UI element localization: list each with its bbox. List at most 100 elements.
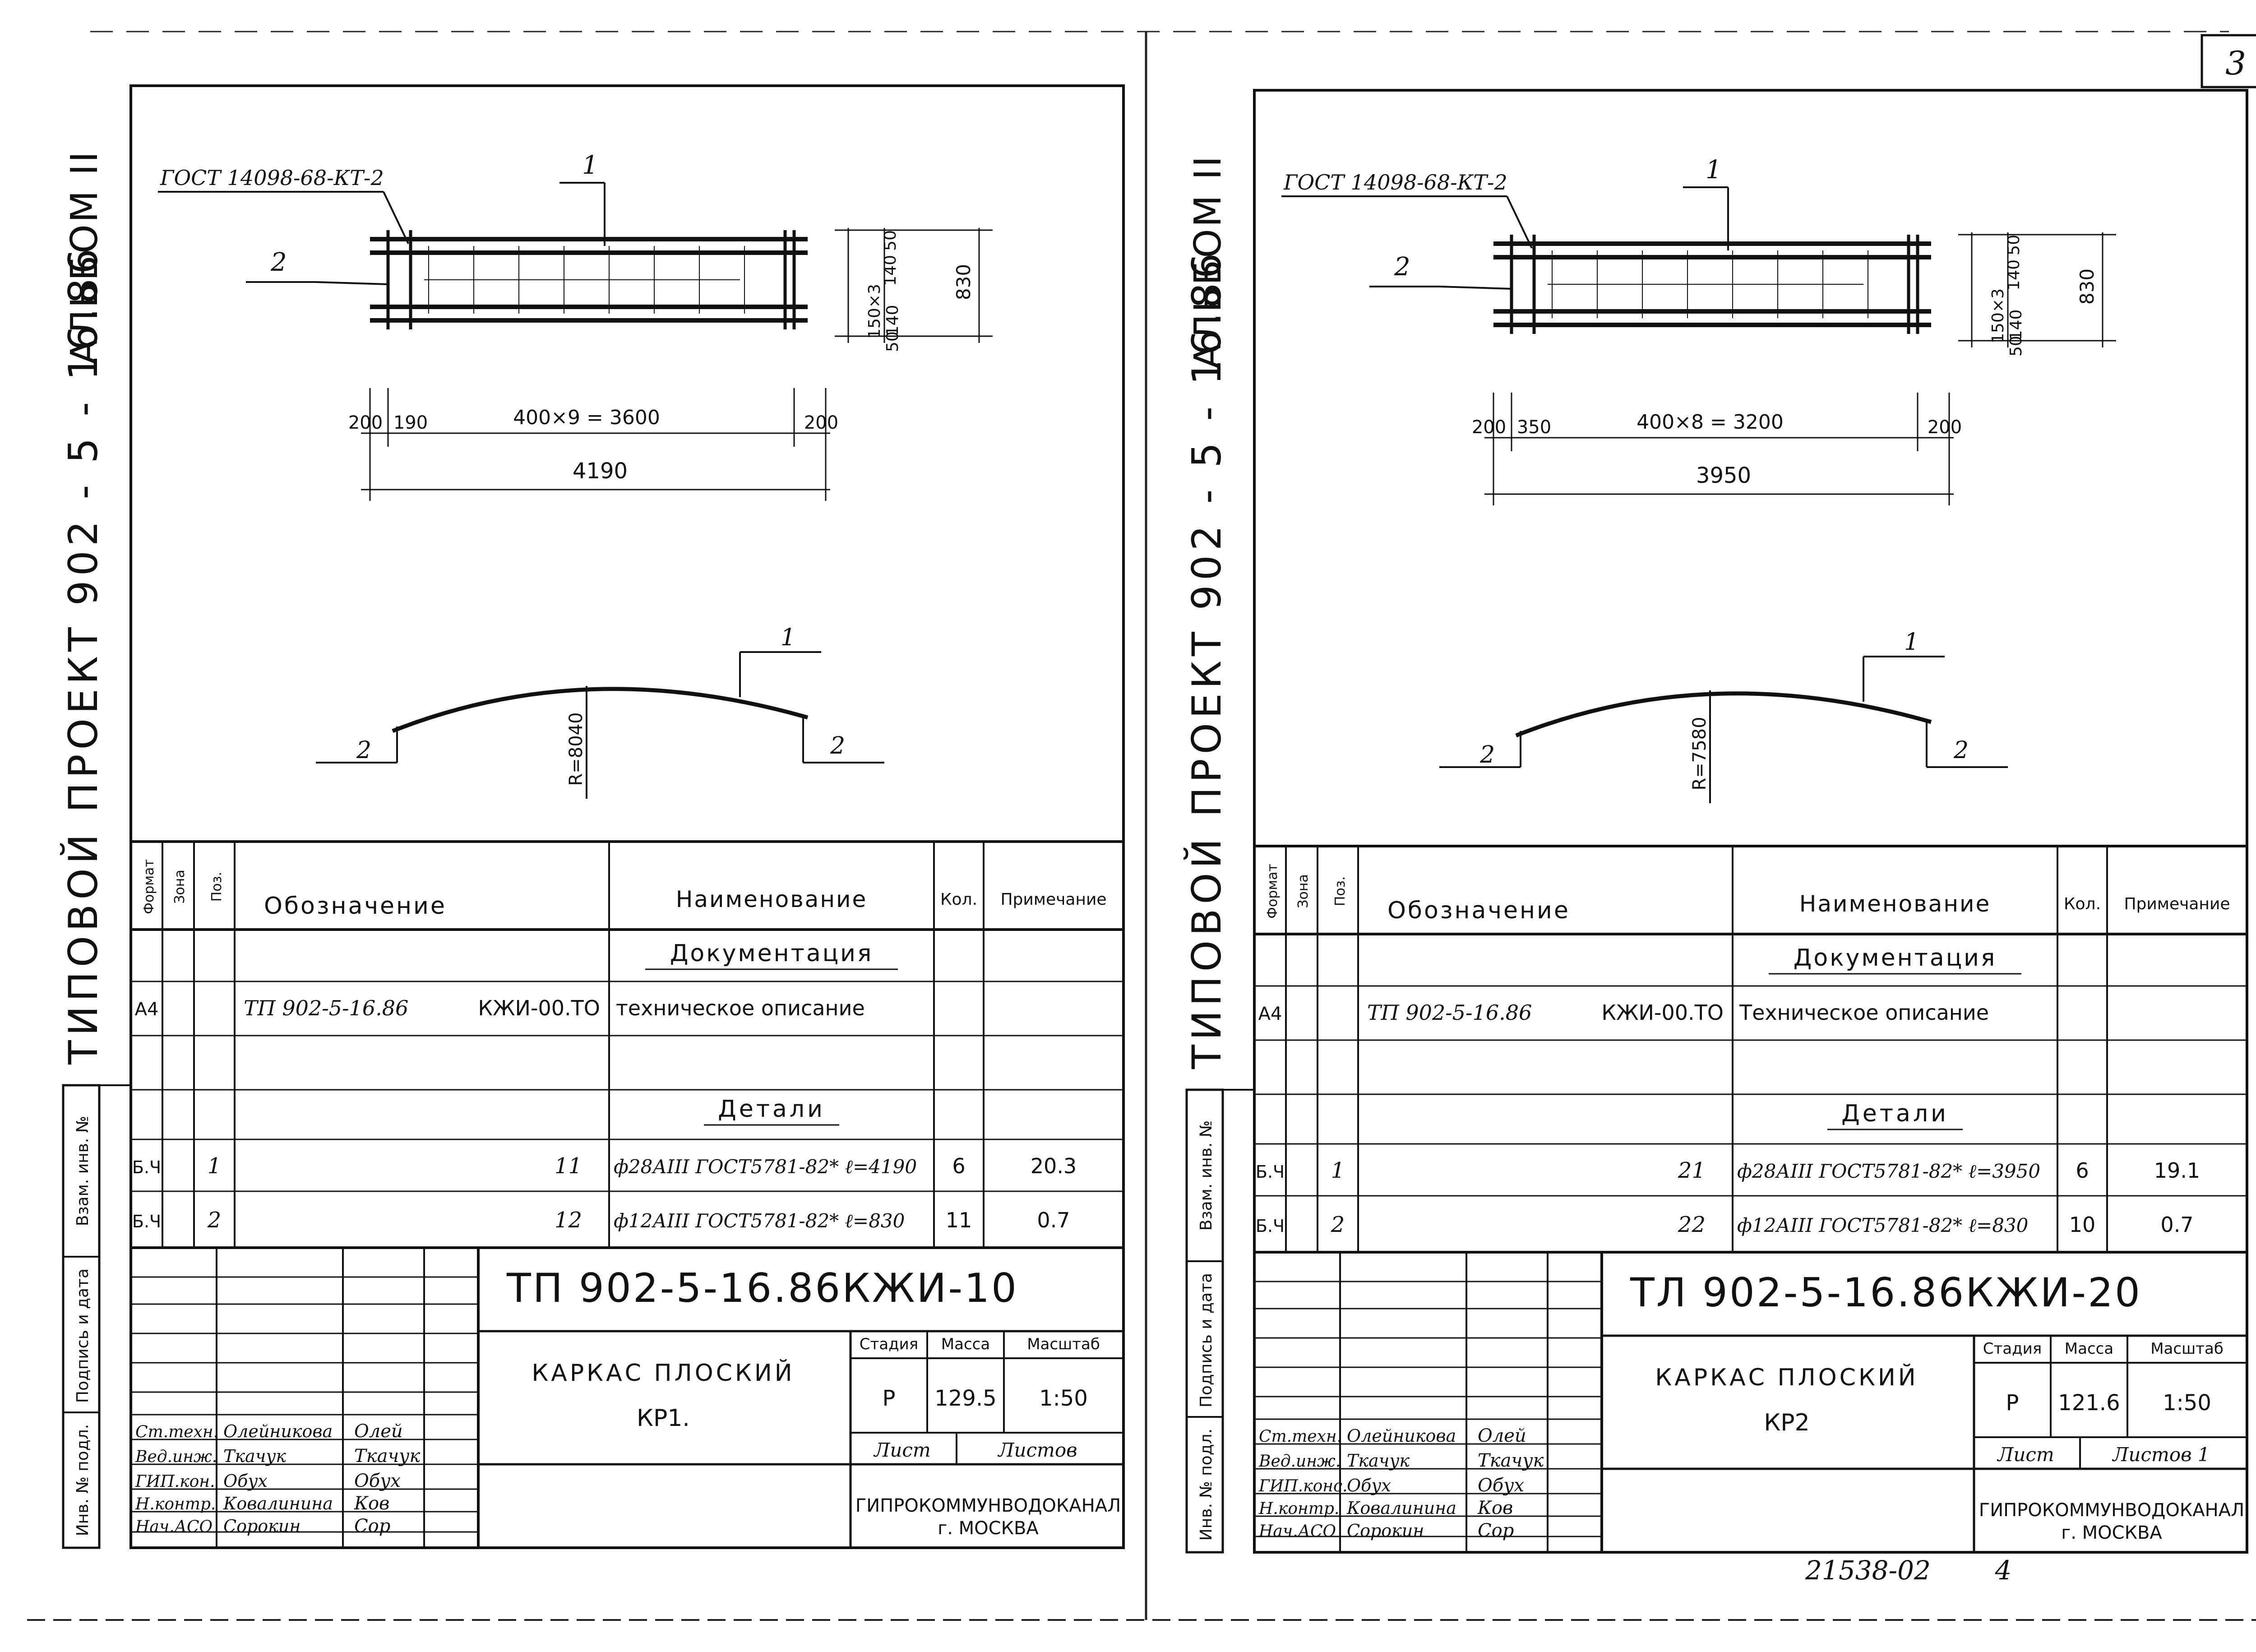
row-format: Б.Ч — [1256, 1162, 1285, 1182]
header-format: Формат — [141, 859, 157, 914]
doc-row-designation: ТП 902-5-16.86 — [1367, 1000, 1532, 1025]
dim-200-left: 200 — [348, 412, 383, 433]
archive-number-suffix: 4 — [1995, 1555, 2012, 1586]
dim-140-b: 140 — [2007, 310, 2025, 341]
strip-signature-date: Подпись и дата — [1197, 1273, 1216, 1407]
arc-pos2-left: 2 — [1479, 741, 1495, 768]
row-name: ф28АIII ГОСТ5781-82* ℓ=3950 — [1737, 1160, 2040, 1182]
stamp-drawing-code: ТЛ 902-5-16.86КЖИ-20 — [1630, 1269, 2142, 1316]
signature: Обух — [1478, 1475, 1524, 1496]
dim-bar-spacing: 400×9 = 3600 — [513, 406, 660, 429]
signature: Сор — [1478, 1520, 1514, 1541]
signature: Сор — [354, 1516, 390, 1536]
stamp-role: Ст.техн. — [1259, 1427, 1342, 1446]
row-qty: 11 — [946, 1208, 972, 1232]
position-1-label: 1 — [582, 151, 598, 180]
dim-150x3: 150×3 — [865, 284, 884, 339]
stamp-organisation: ГИПРОКОММУНВОДОКАНАЛ — [1979, 1500, 2244, 1521]
row-qty: 10 — [2069, 1212, 2096, 1237]
arc-pos1-label: 1 — [781, 624, 795, 651]
strip-box — [1185, 1088, 1224, 1554]
position-1-label: 1 — [1706, 155, 1722, 185]
stamp-person-name: Ковалинина — [223, 1494, 333, 1513]
signature: Ков — [1477, 1498, 1513, 1518]
stamp-title-line1: КАРКАС ПЛОСКИЙ — [1655, 1364, 1918, 1391]
doc-row-code: КЖИ-00.ТО — [478, 996, 600, 1020]
stamp-role: Нач.АСО — [135, 1518, 213, 1536]
strip-replaced-inv: Взам. инв. № — [1197, 1120, 1216, 1231]
doc-row-format: А4 — [135, 999, 159, 1020]
stamp-person-name: Сорокин — [223, 1516, 300, 1536]
stamp-person-name: Олейникова — [223, 1421, 333, 1441]
gost-leader-arrow — [1506, 196, 1533, 249]
position-2-label: 2 — [1394, 252, 1410, 282]
stamp-person-name: Обух — [1347, 1476, 1391, 1495]
stamp-stage-value: Р — [883, 1386, 896, 1411]
strip-replaced-inv: Взам. инв. № — [74, 1116, 92, 1226]
arc-pos2-right: 2 — [830, 732, 845, 759]
side-album-title: АЛЬБОМ II — [63, 150, 106, 365]
header-note: Примечание — [1000, 890, 1106, 909]
side-project-title: ТИПОВОЙ ПРОЕКТ 902 - 5 - 16.86 — [60, 244, 106, 1065]
row-name: ф12АIII ГОСТ5781-82* ℓ=830 — [1737, 1214, 2028, 1236]
doc-row-code: КЖИ-00.ТО — [1601, 1000, 1724, 1025]
header-format: Формат — [1265, 864, 1281, 919]
gost-leader-arrow — [383, 191, 409, 244]
curved-bar — [1515, 691, 1932, 738]
header-qty: Кол. — [2064, 895, 2101, 913]
section-documentation: Документация — [670, 940, 873, 967]
stamp-role: Нач.АСО — [1258, 1522, 1336, 1541]
dim-offset-left: 190 — [393, 412, 428, 433]
stamp-role: Н.контр. — [135, 1495, 216, 1513]
row-note: 20.3 — [1031, 1154, 1077, 1178]
header-name: Наименование — [1799, 891, 1991, 917]
side-album-title: АЛЬБОМ II — [1187, 154, 1230, 369]
signature: Ткачук — [1478, 1450, 1544, 1471]
dim-200-right: 200 — [1928, 417, 1962, 438]
stamp-scale-value: 1:50 — [2163, 1390, 2211, 1416]
dim-830: 830 — [2076, 268, 2098, 305]
row-format: Б.Ч — [132, 1157, 161, 1177]
dim-140-b: 140 — [883, 305, 902, 336]
signature: Обух — [354, 1471, 401, 1491]
stamp-person-name: Ковалинина — [1346, 1498, 1456, 1518]
header-pos: Поз. — [1332, 876, 1348, 906]
row-format: Б.Ч — [132, 1212, 161, 1231]
sheet-frame — [1253, 89, 2248, 1554]
stamp-sheets-label: Листов 1 — [2112, 1444, 2210, 1466]
row-designation: 11 — [555, 1153, 582, 1179]
position-2-label: 2 — [270, 248, 287, 277]
stamp-mass-head: Масса — [2065, 1340, 2113, 1358]
section-documentation: Документация — [1794, 944, 1997, 972]
stamp-mass-head: Масса — [941, 1335, 990, 1353]
row-designation: 22 — [1678, 1212, 1706, 1237]
stamp-organisation: ГИПРОКОММУНВОДОКАНАЛ — [855, 1495, 1121, 1516]
dim-total-length: 4190 — [573, 458, 628, 484]
strip-box — [62, 1084, 101, 1549]
header-pos: Поз. — [209, 872, 225, 902]
dim-140-a: 140 — [2005, 259, 2023, 291]
stamp-person-name: Ткачук — [223, 1446, 286, 1466]
stamp-city: г. МОСКВА — [938, 1518, 1039, 1539]
strip-inv-no: Инв. № подл. — [74, 1424, 92, 1536]
row-qty: 6 — [952, 1154, 965, 1178]
header-name: Наименование — [676, 886, 868, 912]
row-note: 0.7 — [2160, 1212, 2193, 1237]
stamp-stage-head: Стадия — [860, 1335, 918, 1353]
stamp-title-line2: КР2 — [1764, 1409, 1809, 1436]
stamp-drawing-code: ТП 902-5-16.86КЖИ-10 — [506, 1265, 1018, 1311]
section-details: Детали — [1841, 1100, 1949, 1127]
stamp-person-name: Ткачук — [1347, 1451, 1410, 1471]
dim-140-a: 140 — [881, 255, 900, 286]
